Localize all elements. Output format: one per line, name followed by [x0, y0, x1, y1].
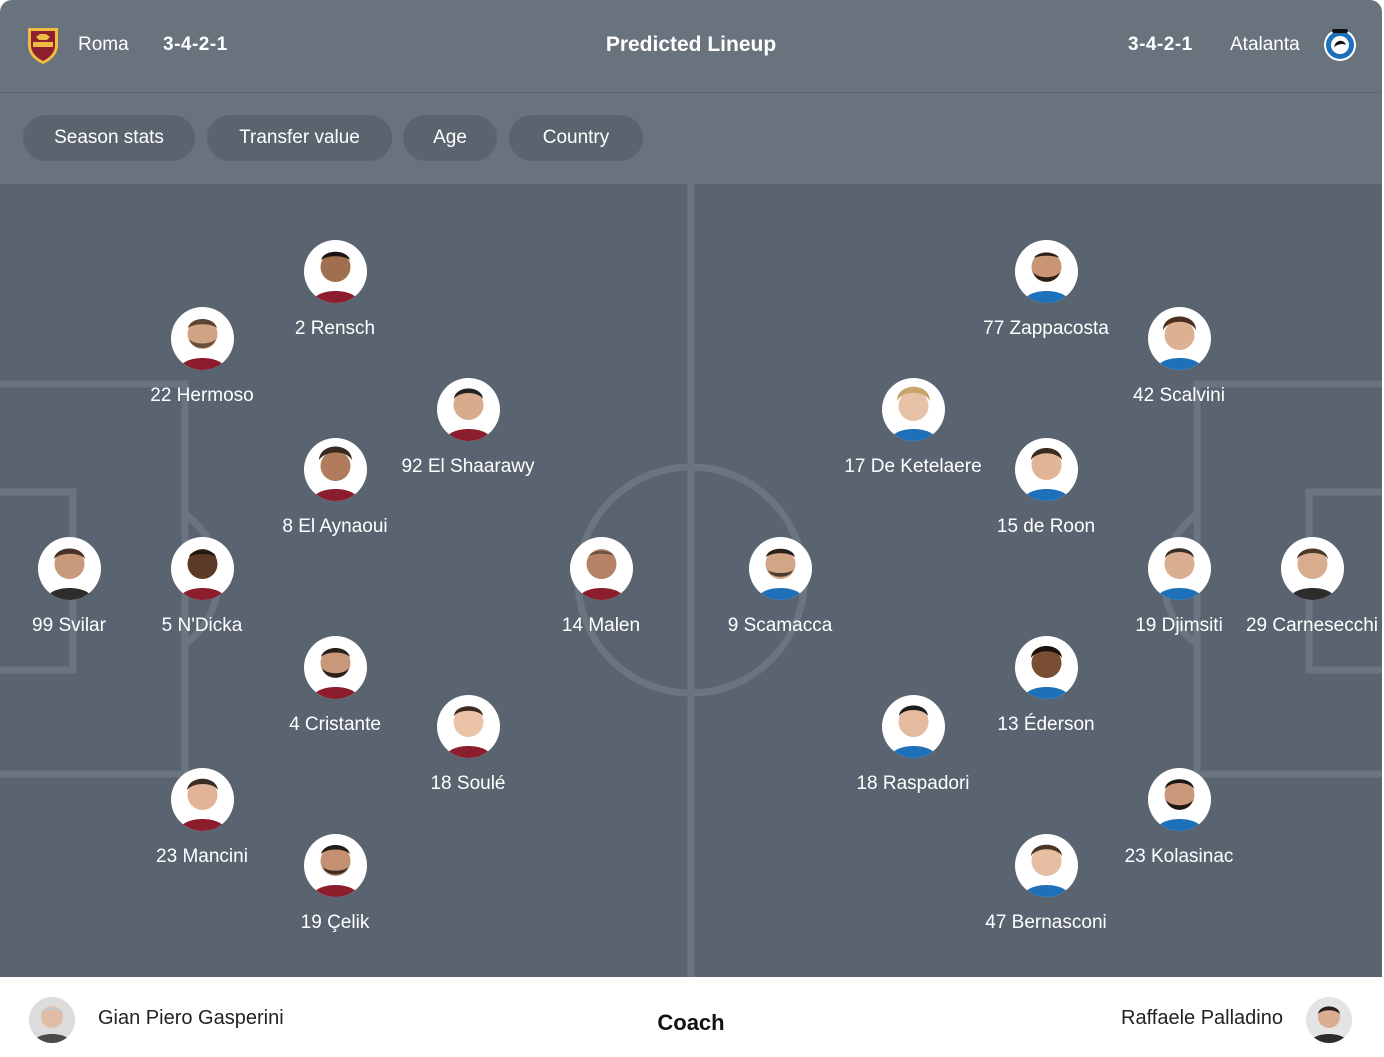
away-team-name[interactable]: Atalanta	[1230, 34, 1300, 55]
player-name: 19 Çelik	[300, 912, 370, 933]
player-avatar	[303, 636, 367, 699]
player-name: 19 Djimsiti	[1135, 615, 1223, 636]
filter-season-stats[interactable]: Season stats	[23, 115, 195, 161]
coach-label: Coach	[657, 1010, 725, 1035]
player-name: 18 Raspadori	[856, 773, 970, 794]
player-avatar	[170, 768, 234, 831]
player-name: 8 El Aynaoui	[282, 516, 388, 537]
player-name: 77 Zappacosta	[983, 318, 1109, 339]
away-coach-name[interactable]: Raffaele Palladino	[1121, 1007, 1283, 1029]
player-name: 23 Kolasinac	[1124, 846, 1234, 867]
player-avatar	[1147, 768, 1211, 831]
away-formation: 3-4-2-1	[1128, 34, 1193, 55]
player-name: 15 de Roon	[996, 516, 1096, 537]
player-avatar	[1147, 307, 1211, 370]
home-player-att-1[interactable]: 92 El Shaarawy	[383, 378, 553, 479]
player-avatar	[1147, 537, 1211, 600]
home-player-mid-1[interactable]: 2 Rensch	[250, 240, 420, 341]
stats-filter-bar: Season stats Transfer value Age Country	[0, 93, 1382, 184]
page-title: Predicted Lineup	[605, 33, 777, 56]
away-player-def-2[interactable]: 19 Djimsiti	[1094, 537, 1264, 638]
player-name: 14 Malen	[561, 615, 641, 636]
away-player-mid-1[interactable]: 77 Zappacosta	[961, 240, 1131, 341]
player-avatar	[881, 378, 945, 441]
player-name: 9 Scamacca	[727, 615, 833, 636]
filter-age[interactable]: Age	[403, 115, 497, 161]
lineup-header: Roma 3-4-2-1 Predicted Lineup 3-4-2-1 At…	[0, 0, 1382, 93]
home-player-gk[interactable]: 99 Svilar	[0, 537, 154, 638]
home-player-def-center[interactable]: 5 N'Dicka	[117, 537, 287, 638]
filter-country[interactable]: Country	[509, 115, 643, 161]
home-team-name[interactable]: Roma	[78, 34, 129, 55]
player-avatar	[1014, 438, 1078, 501]
player-name: 13 Éderson	[997, 714, 1095, 735]
away-player-def-3[interactable]: 23 Kolasinac	[1094, 768, 1264, 869]
player-avatar	[1014, 636, 1078, 699]
player-avatar	[37, 537, 101, 600]
player-name: 17 De Ketelaere	[844, 456, 982, 477]
home-player-def-right[interactable]: 23 Mancini	[117, 768, 287, 869]
player-name: 92 El Shaarawy	[401, 456, 535, 477]
away-player-att-1[interactable]: 17 De Ketelaere	[828, 378, 998, 479]
player-name: 4 Cristante	[289, 714, 381, 735]
player-name: 29 Carnesecchi	[1245, 615, 1379, 636]
atalanta-crest-icon[interactable]	[1322, 25, 1358, 65]
player-avatar	[436, 378, 500, 441]
player-avatar	[303, 834, 367, 897]
away-player-mid-2[interactable]: 15 de Roon	[961, 438, 1131, 539]
player-avatar	[881, 695, 945, 758]
player-name: 5 N'Dicka	[161, 615, 243, 636]
home-formation: 3-4-2-1	[163, 34, 228, 55]
player-name: 47 Bernasconi	[985, 912, 1107, 933]
player-name: 42 Scalvini	[1133, 385, 1225, 406]
player-name: 22 Hermoso	[150, 385, 254, 406]
filter-transfer-value[interactable]: Transfer value	[207, 115, 392, 161]
player-avatar	[436, 695, 500, 758]
player-avatar	[1014, 834, 1078, 897]
player-name: 2 Rensch	[294, 318, 376, 339]
home-player-mid-3[interactable]: 4 Cristante	[250, 636, 420, 737]
player-avatar	[748, 537, 812, 600]
player-avatar	[1280, 537, 1344, 600]
away-player-att-2[interactable]: 18 Raspadori	[828, 695, 998, 796]
home-coach-avatar[interactable]	[29, 997, 75, 1043]
away-player-def-1[interactable]: 42 Scalvini	[1094, 307, 1264, 408]
player-name: 18 Soulé	[430, 773, 506, 794]
player-avatar	[170, 537, 234, 600]
home-player-mid-4[interactable]: 19 Çelik	[250, 834, 420, 935]
player-avatar	[303, 240, 367, 303]
away-player-striker[interactable]: 9 Scamacca	[695, 537, 865, 638]
player-name: 23 Mancini	[156, 846, 248, 867]
home-player-att-2[interactable]: 18 Soulé	[383, 695, 553, 796]
player-avatar	[569, 537, 633, 600]
player-name: 99 Svilar	[32, 615, 106, 636]
home-player-mid-2[interactable]: 8 El Aynaoui	[250, 438, 420, 539]
coach-bar: Gian Piero Gasperini Coach Raffaele Pall…	[0, 977, 1382, 1057]
away-coach-avatar[interactable]	[1306, 997, 1352, 1043]
roma-crest-icon[interactable]	[25, 25, 61, 65]
player-avatar	[303, 438, 367, 501]
pitch: 99 Svilar 22 Hermoso 5 N'Dicka 23 Mancin…	[0, 184, 1382, 977]
home-coach-name[interactable]: Gian Piero Gasperini	[98, 1007, 284, 1029]
home-player-striker[interactable]: 14 Malen	[516, 537, 686, 638]
home-player-def-left[interactable]: 22 Hermoso	[117, 307, 287, 408]
player-avatar	[1014, 240, 1078, 303]
player-avatar	[170, 307, 234, 370]
away-player-gk[interactable]: 29 Carnesecchi	[1227, 537, 1382, 638]
away-player-mid-4[interactable]: 47 Bernasconi	[961, 834, 1131, 935]
away-player-mid-3[interactable]: 13 Éderson	[961, 636, 1131, 737]
